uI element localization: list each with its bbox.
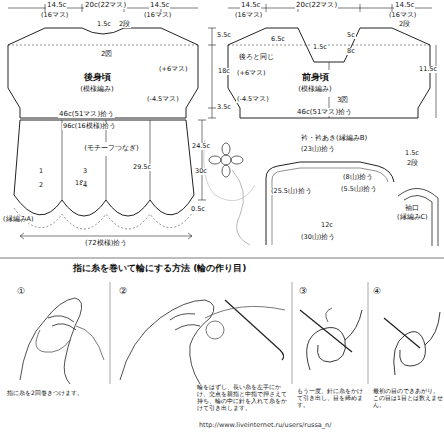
pattern-piece: 後身頃(模様編み) xyxy=(76,70,118,97)
dimension-label: (30山)拾う xyxy=(300,234,336,241)
piece-name: 後身頃 xyxy=(78,71,116,84)
dimension-label: 11.5c xyxy=(418,66,438,73)
dimension-label: 2段 xyxy=(398,21,411,28)
piece-note: (模様編み) xyxy=(296,84,334,94)
dimension-label: 30c xyxy=(194,168,208,175)
dimension-label: 1.5c xyxy=(312,44,328,51)
dimension-label: ③ xyxy=(298,286,308,296)
dimension-label: 0.5c xyxy=(190,206,206,213)
piece-name: 前身頃 xyxy=(296,71,334,84)
pattern-piece: (モチーフつなぎ) xyxy=(80,142,143,156)
dimension-label: ② xyxy=(118,286,128,296)
dimension-label: 衿・衿あき(縁編みB) xyxy=(300,134,368,142)
dimension-label: 1.5c xyxy=(404,150,420,157)
dimension-label: 3 xyxy=(82,168,88,175)
dimension-label: 14.5c xyxy=(240,1,261,9)
dimension-label: 2段 xyxy=(118,21,131,28)
dimension-label: (5.5山)拾う xyxy=(340,186,378,193)
dimension-label: 2段 xyxy=(406,160,419,167)
dimension-label: 29.5c xyxy=(132,164,152,171)
dimension-label: 3.5c xyxy=(216,104,232,111)
dimension-label: 12c xyxy=(320,222,334,229)
dimension-label: 46c(51マス)拾う xyxy=(58,110,115,118)
dimension-label: 3図 xyxy=(336,96,349,104)
dimension-label: (23山)拾う xyxy=(300,146,336,153)
dimension-label: 96c(16模様)拾う xyxy=(62,123,117,130)
dimension-label: (+6マス) xyxy=(158,66,189,73)
dimension-label: 20c(22マス) xyxy=(84,1,127,9)
dimension-label: 最初の目のできあがり。この目は1目とは数えません。 xyxy=(372,388,444,409)
dimension-label: (縁編みC) xyxy=(396,214,429,221)
dimension-label: 18c xyxy=(217,68,231,75)
dimension-label: 輪をはずし、長い糸を左手にかけ、交点を親指と中指で押さえて持ち、輪の中に針を入れ… xyxy=(196,384,290,412)
dimension-label: 指に糸を2回巻きつけます。 xyxy=(6,390,108,397)
piece-note: (模様編み) xyxy=(78,84,116,94)
pattern-piece: 前身頃(模様編み) xyxy=(294,70,336,97)
dimension-label: 指に糸を巻いて輪にする方法 (輪の作り目) xyxy=(72,263,247,273)
dimension-label: 14.5c xyxy=(149,1,170,9)
dimension-label: もう一度、針に糸をかけて引き出し、目を締めます。 xyxy=(296,388,368,409)
dimension-label: (縁編みA) xyxy=(2,216,35,223)
dimension-label: 46c(51マス)拾う xyxy=(296,108,353,116)
dimension-label: (-4.5マス) xyxy=(236,96,270,103)
dimension-label: 5c xyxy=(346,32,356,39)
dimension-label: 6.5c xyxy=(270,36,286,43)
dimension-label: http://www.liveinternet.ru/users/russa_n… xyxy=(198,422,332,429)
dimension-label: (+6マス) xyxy=(236,70,267,77)
dimension-label: 8c xyxy=(346,48,356,55)
dimension-label: 後ろと同じ xyxy=(238,54,275,61)
piece-name: (モチーフつなぎ) xyxy=(82,143,141,153)
dimension-label: 1 xyxy=(38,168,44,175)
dimension-label: (16マス) xyxy=(40,12,69,19)
dimension-label: (16マス) xyxy=(388,12,417,19)
dimension-label: 14.5c xyxy=(46,1,67,9)
dimension-label: 14.5c xyxy=(394,1,415,9)
dimension-label: (72模様)拾う xyxy=(84,239,128,247)
dimension-label: (16マス) xyxy=(234,12,263,19)
dimension-label: 1.5c xyxy=(96,21,112,28)
dimension-label: (25.5山)拾う xyxy=(270,188,313,195)
dimension-label: 24.5c xyxy=(191,143,211,150)
dimension-label: (8山)拾う xyxy=(342,174,374,181)
dimension-label: 5.5c xyxy=(216,32,232,39)
dimension-label: 袖口 xyxy=(404,204,420,212)
dimension-label: (-4.5マス) xyxy=(146,96,180,103)
dimension-label: 2 xyxy=(38,182,44,189)
dimension-label: ① xyxy=(16,286,26,296)
dimension-label: 2図 xyxy=(100,50,113,58)
dimension-label: 20c(22マス) xyxy=(295,1,338,9)
dimension-label: (16マス) xyxy=(143,12,172,19)
dimension-label: 4 xyxy=(82,182,88,189)
dimension-label: ④ xyxy=(372,286,382,296)
